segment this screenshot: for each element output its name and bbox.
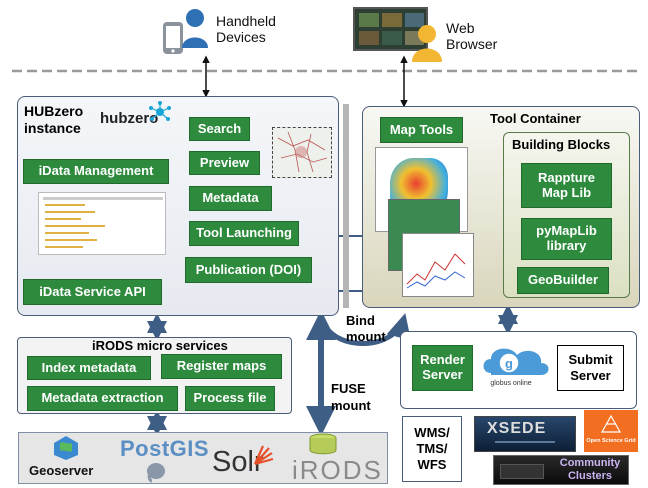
open-science-grid-logo: Open Science Grid — [584, 410, 638, 452]
map-tools-box: Map Tools — [380, 117, 463, 143]
building-blocks-title: Building Blocks — [512, 137, 611, 152]
browser-screenshot — [353, 7, 428, 51]
elephant-icon — [147, 463, 165, 483]
wms-tms-wfs-box: WMS/TMS/WFS — [402, 416, 462, 482]
geobuilder-box: GeoBuilder — [517, 267, 609, 294]
svg-text:g: g — [505, 356, 513, 371]
bind-curve — [319, 313, 411, 346]
user-icon — [412, 25, 442, 62]
geoserver-globe-icon — [54, 436, 78, 460]
hubzero-logo-icon — [149, 101, 171, 121]
irods-title: iRODS micro services — [92, 338, 228, 353]
idata-file-list-screenshot — [38, 192, 166, 255]
hubzero-logo: hubzero — [100, 110, 159, 127]
idata-service-api-box: iData Service API — [23, 279, 162, 305]
globus-online-logo: g globus online — [483, 348, 549, 387]
metadata-box: Metadata — [189, 186, 272, 211]
search-box: Search — [189, 117, 250, 141]
postgis-label: PostGIS — [120, 436, 210, 461]
globus-label: globus online — [490, 380, 531, 387]
irods-database-icon — [309, 433, 337, 455]
process-file-box: Process file — [185, 386, 275, 411]
index-metadata-box: Index metadata — [27, 356, 151, 380]
handheld-icon — [163, 9, 208, 54]
preview-box: Preview — [189, 151, 260, 175]
map-thumbnail — [272, 127, 332, 178]
tool-launching-box: Tool Launching — [189, 221, 299, 246]
tool-container-title: Tool Container — [490, 111, 581, 126]
panel-divider — [343, 104, 349, 308]
metadata-extraction-box: Metadata extraction — [27, 386, 178, 411]
geoserver-label: Geoserver — [29, 463, 94, 478]
publication-doi-box: Publication (DOI) — [185, 257, 312, 283]
register-maps-box: Register maps — [161, 354, 282, 379]
idata-management-box: iData Management — [23, 159, 169, 184]
xsede-logo: XSEDE — [474, 416, 576, 452]
irods-label: iRODS — [292, 455, 383, 485]
solr-sun-icon — [253, 445, 274, 466]
chart-screenshot — [402, 233, 474, 297]
